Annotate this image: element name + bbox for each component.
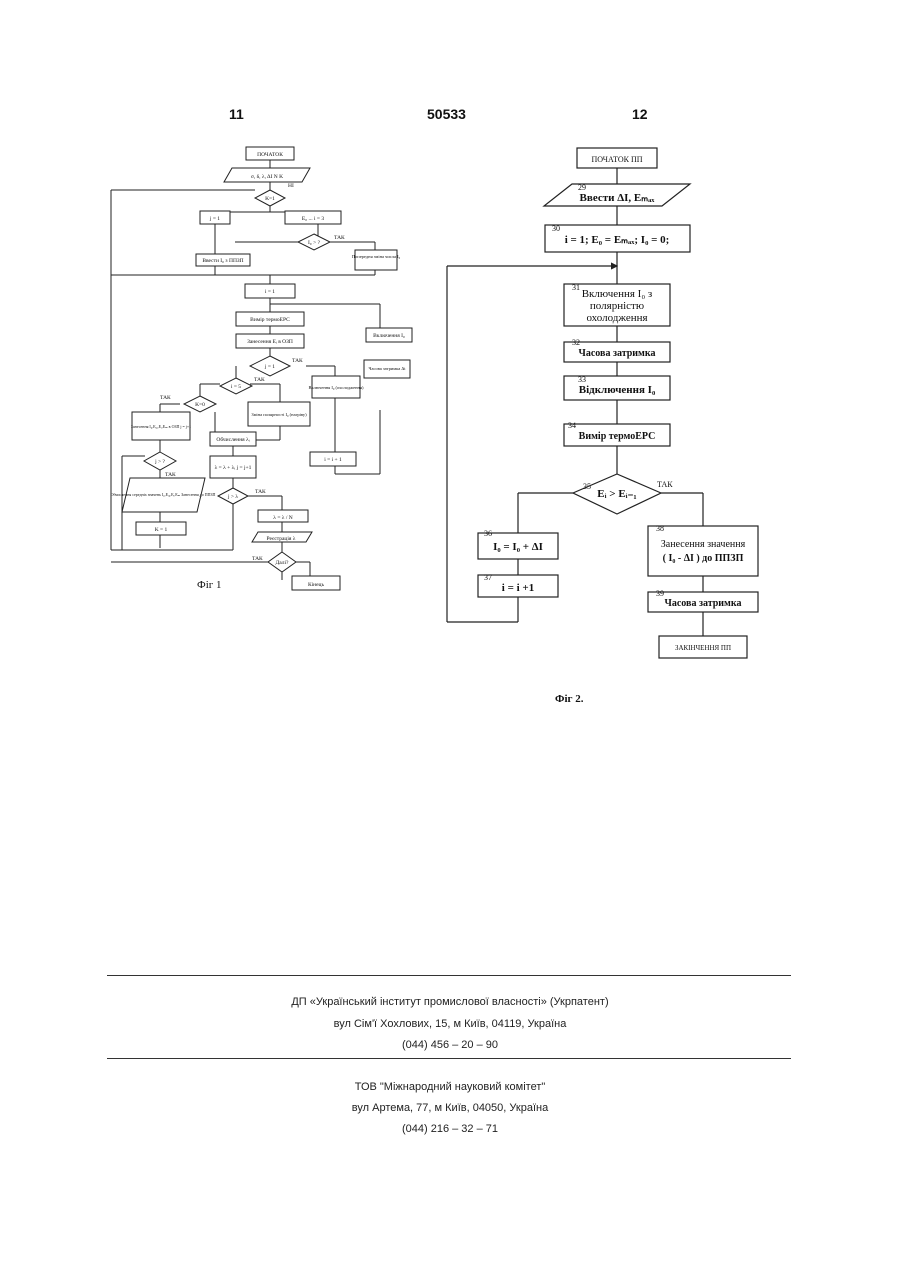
f1-prelim-change: Попередня зміна числа Ι₀	[352, 254, 401, 259]
page-number-left: 11	[229, 106, 244, 122]
f2-n32-num: 32	[572, 338, 580, 347]
f1-end: Кінець	[308, 582, 325, 588]
f2-n34-num: 34	[568, 421, 576, 430]
f2-n35: Eᵢ > Eᵢ₋₁	[597, 488, 636, 500]
f2-n31-l3: охолодження	[586, 312, 647, 324]
f2-n38-l2: ( I₀ - ΔI ) до ППЗП	[663, 553, 744, 564]
org2-phone: (044) 216 – 32 – 71	[0, 1123, 900, 1135]
f1-label-tak-5: ТАК	[165, 472, 176, 478]
f1-start: ПОЧАТОК	[257, 152, 283, 158]
f2-n37-num: 37	[484, 573, 492, 582]
f2-n36: I₀ = I₀ + ΔI	[493, 541, 543, 553]
f1-lambda-sum: λ = λ + λᵢ j = j+1	[215, 465, 252, 471]
footer-divider-top	[107, 975, 791, 976]
f1-label-ni: НІ	[288, 183, 294, 189]
f1-label-tak-1: ТАК	[334, 235, 345, 241]
f1-label-tak-6: ТАК	[255, 489, 266, 495]
org2-address: вул Артема, 77, м Київ, 04050, Україна	[0, 1102, 900, 1114]
f1-delay: Часова затримка Δt	[369, 366, 407, 371]
f1-decision-next: Далі?	[276, 560, 290, 566]
f2-n39: Часова затримка	[665, 598, 742, 609]
f2-start: ПОЧАТОК ПП	[591, 155, 642, 164]
f1-e0: Ε₀ ... i = 3	[302, 216, 325, 222]
patent-number: 50533	[427, 106, 466, 122]
f1-j1: j = 1	[209, 216, 220, 222]
f1-label-tak-7: ТАК	[252, 556, 263, 562]
f1-polarity: Зміна полярності Ι₀ (нагріву)	[251, 412, 307, 417]
f2-n39-num: 39	[656, 589, 664, 598]
f1-i-inc: i = i + 1	[324, 457, 342, 463]
f1-decision-i5: i = 5	[231, 384, 241, 390]
f2-n33-num: 33	[578, 375, 586, 384]
f1-switch-i0: Включення Ι₀	[373, 333, 405, 339]
f2-n35-num: 35	[583, 482, 591, 491]
f2-n38-l1: Занесення значення	[661, 539, 746, 550]
org1-phone: (044) 456 – 20 – 90	[0, 1039, 900, 1051]
f1-decision-j-lambda: j > λ	[227, 494, 238, 500]
f2-n34: Вимір термоЕРС	[579, 431, 656, 442]
f1-decision-i0: Ι₀ > ?	[308, 240, 321, 246]
f2-n29-num: 29	[578, 183, 586, 192]
f1-decision-k0: Κ=0	[195, 402, 205, 408]
f2-n36-num: 36	[484, 529, 492, 538]
org2-name: ТОВ "Міжнародний науковий комітет"	[0, 1081, 900, 1093]
f1-calc-lambda: Обчислення λᵢ	[216, 436, 249, 443]
f1-label-tak-4: ТАК	[160, 395, 171, 401]
f1-measure: Вимір термоЕРС	[250, 317, 290, 323]
f1-decision-j1: j = 1	[264, 364, 275, 370]
f1-decision-j: j > ?	[154, 459, 165, 465]
f1-register: Реєстрація λ	[267, 536, 296, 542]
f2-n31-l1: Включення I₀ з	[582, 288, 653, 300]
figure-2-flowchart: ПОЧАТОК ПП 29 Ввести ΔI, Eₘₐₓ 30 i = 1; …	[440, 140, 780, 670]
org1-address: вул Сім'ї Хохлових, 15, м Київ, 04119, У…	[0, 1018, 900, 1030]
f2-n29: Ввести ΔI, Eₘₐₓ	[580, 192, 656, 204]
f2-n32: Часова затримка	[579, 348, 656, 359]
f1-k1: Κ = 1	[155, 527, 168, 533]
f1-switch-cool: Включення Ι₀ (охолодження)	[308, 385, 364, 390]
f1-i1: i = 1	[265, 289, 275, 295]
f1-decision-k: Κ=1	[265, 196, 275, 202]
f1-input: σ, δ, λ, ΔΙ Ν Κ	[251, 174, 283, 180]
org1-name: ДП «Український інститут промислової вла…	[0, 996, 900, 1008]
figure-1-caption: Фіг 1	[197, 579, 222, 591]
f2-n30-num: 30	[552, 224, 560, 233]
f2-n38-num: 38	[656, 524, 664, 533]
f2-n31-l2: полярністю	[590, 300, 644, 312]
f1-load-i0: Ввести Ι₀ з ППЗП	[202, 258, 243, 264]
footer-divider-middle	[107, 1058, 791, 1059]
f1-store-e: Занесення Εᵢ в ОЗП	[247, 339, 293, 345]
f2-n30: i = 1; E₀ = Eₘₐₓ; I₀ = 0;	[565, 234, 670, 246]
figure-1-flowchart: ПОЧАТОК σ, δ, λ, ΔΙ Ν Κ Κ=1 j = 1 Ε₀ ...…	[100, 140, 450, 600]
f2-n31-num: 31	[572, 283, 580, 292]
figure-2-caption: Фіг 2.	[555, 693, 584, 705]
f1-label-tak-2: ТАК	[292, 358, 303, 364]
f2-n37: i = i +1	[502, 582, 534, 594]
f1-lambda-div: λ = λ / Ν	[273, 515, 292, 521]
f2-n33: Відключення I₀	[579, 384, 656, 396]
f2-end: ЗАКІНЧЕННЯ ПП	[675, 644, 731, 652]
f1-label-tak-3: ТАК	[254, 377, 265, 383]
page-number-right: 12	[632, 106, 648, 122]
f2-label-tak: ТАК	[657, 480, 673, 489]
